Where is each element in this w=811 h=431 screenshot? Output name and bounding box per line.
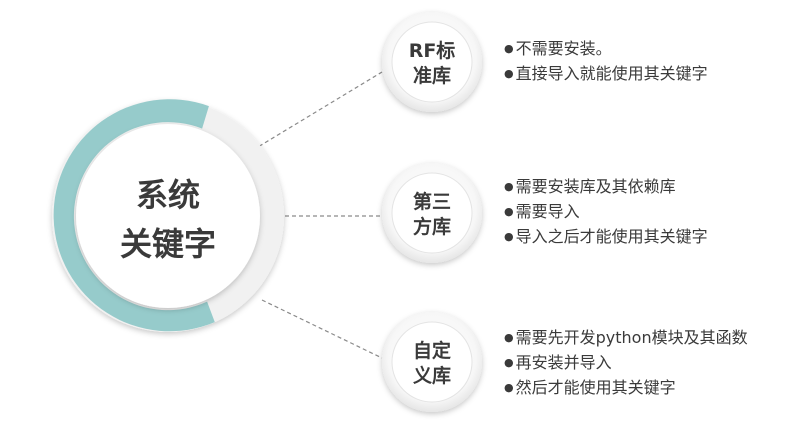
custom-library-bullet-list: 需要先开发python模块及其函数 再安装并导入 然后才能使用其关键字 (504, 326, 748, 401)
node-third-party-label-line2: 方库 (413, 215, 451, 238)
third-party-library-bullet-list: 需要安装库及其依赖库 需要导入 导入之后才能使用其关键字 (504, 175, 708, 250)
node-third-party-label-line1: 第三 (413, 190, 451, 213)
center-inner-disc (76, 124, 260, 308)
node-custom-library: 自定 义库 (382, 312, 482, 412)
list-item: 再安装并导入 (504, 351, 748, 376)
node-rf-inner-disc (391, 21, 473, 103)
list-item: 导入之后才能使用其关键字 (504, 225, 708, 250)
list-item: 需要安装库及其依赖库 (504, 175, 708, 200)
list-item: 需要导入 (504, 200, 708, 225)
center-accent-arc (53, 99, 215, 332)
connector-line-custom-library (261, 299, 383, 359)
node-custom-label-line2: 义库 (413, 364, 451, 387)
center-title-line2: 关键字 (120, 225, 216, 263)
rf-library-bullet-list: 不需要安装。 直接导入就能使用其关键字 (504, 37, 708, 87)
center-title-line1: 系统 (136, 176, 200, 214)
node-third-party-library: 第三 方库 (382, 163, 482, 263)
list-item: 然后才能使用其关键字 (504, 376, 748, 401)
list-item: 需要先开发python模块及其函数 (504, 326, 748, 351)
node-rf-label-line2: 准库 (413, 64, 451, 87)
list-item: 不需要安装。 (504, 37, 708, 62)
node-rf-label-line1: RF标 (409, 40, 456, 62)
center-hub: 系统 关键字 (52, 99, 284, 332)
node-custom-inner-disc (391, 321, 473, 403)
connector-line-rf-library (252, 71, 383, 151)
node-custom-label-line1: 自定 (413, 339, 451, 362)
node-third-party-inner-disc (391, 172, 473, 254)
connectors (252, 71, 383, 359)
list-item: 直接导入就能使用其关键字 (504, 62, 708, 87)
node-rf-standard-library: RF标 准库 (382, 12, 482, 112)
